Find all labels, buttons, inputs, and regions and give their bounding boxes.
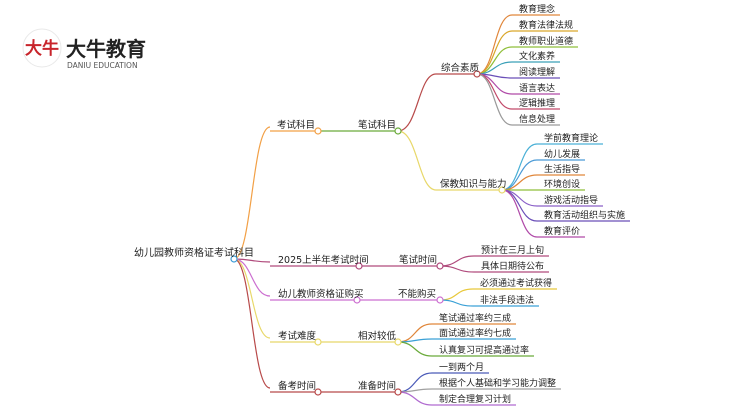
b2-leaf-label-0: 预计在三月上旬 [481, 244, 544, 256]
connectors [233, 73, 502, 393]
b5-leaf-label-1: 根据个人基础和学习能力调整 [439, 377, 556, 389]
edge-sub-c1 [397, 73, 437, 132]
root-label: 幼儿园教师资格证考试科目 [134, 246, 254, 259]
b3-leaf-label-1: 非法手段违法 [480, 294, 534, 306]
b2-sub-label: 笔试时间 [399, 254, 437, 266]
c2-dot [498, 186, 506, 194]
c2-leaf-label-5: 教育活动组织与实施 [544, 209, 625, 221]
node-labels: 幼儿园教师资格证考试科目 考试科目 笔试科目 综合素质 保教知识与能力 2025… [134, 62, 507, 392]
edge-root-b1 [233, 126, 271, 260]
c2-leaf-label-1: 幼儿发展 [544, 148, 580, 160]
b1-label: 考试科目 [277, 119, 315, 131]
c1-leaf-edge-0 [476, 14, 513, 75]
b5-sub-label: 准备时间 [358, 380, 396, 392]
c1-leaf-label-5: 语言表达 [519, 82, 555, 94]
c2-leaf-label-3: 环境创设 [544, 178, 580, 190]
b2-leaf-edge-1 [439, 265, 475, 273]
b4-dot [314, 338, 322, 346]
c2-leaf-label-4: 游戏活动指导 [544, 194, 598, 206]
b2-sub-dot [436, 262, 444, 270]
edge-root-b4 [233, 258, 271, 339]
logo: 大牛 大牛教育 DANIU EDUCATION [22, 28, 146, 70]
b3-leaf-label-0: 必须通过考试获得 [480, 277, 552, 289]
logo-text: 大牛教育 [66, 37, 146, 61]
leaf-connectors [397, 14, 630, 406]
b3-dot [353, 296, 361, 304]
b3-sub-dot [436, 296, 444, 304]
b4-label: 考试难度 [278, 330, 317, 342]
b1-sub-label: 笔试科目 [358, 119, 396, 131]
c1-leaf-label-4: 阅读理解 [519, 66, 555, 78]
c2-leaf-label-0: 学前教育理论 [544, 132, 598, 144]
b3-sub-label: 不能购买 [398, 288, 436, 300]
leaf-labels: 教育理念教育法律法规教师职业道德文化素养阅读理解语言表达逻辑推理信息处理学前教育… [439, 3, 625, 405]
b4-sub-label: 相对较低 [358, 330, 397, 342]
b5-label: 备考时间 [278, 380, 316, 392]
node-dots [230, 70, 506, 396]
c1-leaf-label-6: 逻辑推理 [519, 97, 555, 109]
logo-mark-bg [22, 28, 62, 68]
b5-sub-dot [394, 388, 402, 396]
c1-leaf-label-1: 教育法律法规 [519, 19, 573, 31]
b5-leaf-label-2: 制定合理复习计划 [439, 393, 511, 405]
b5-leaf-edge-1 [397, 388, 433, 393]
c1-leaf-label-2: 教师职业道德 [519, 35, 573, 47]
b4-leaf-edge-1 [397, 338, 433, 343]
c2-leaf-edge-6 [501, 189, 538, 238]
c1-leaf-edge-6 [476, 73, 513, 110]
b3-leaf-edge-1 [439, 299, 474, 307]
logo-subtitle: DANIU EDUCATION [67, 61, 138, 70]
c1-label: 综合素质 [441, 62, 480, 74]
c1-dot [473, 70, 481, 78]
b4-leaf-label-0: 笔试通过率约三成 [439, 312, 511, 324]
b1-sub-dot [394, 127, 402, 135]
b2-dot [355, 262, 363, 270]
c1-leaf-edge-7 [476, 73, 513, 126]
logo-mark: 大牛 [25, 38, 59, 59]
b2-label: 2025上半年考试时间 [278, 254, 369, 266]
b4-leaf-label-1: 面试通过率约七成 [439, 327, 511, 339]
c2-leaf-edge-4 [501, 189, 538, 207]
b4-leaf-edge-2 [397, 341, 433, 357]
edge-root-b5 [233, 258, 271, 389]
b2-leaf-label-1: 具体日期待公布 [481, 260, 544, 272]
edge-root-b3 [233, 258, 271, 297]
c1-leaf-label-7: 信息处理 [519, 113, 555, 125]
c2-label: 保教知识与能力 [440, 178, 507, 190]
b5-dot [314, 388, 322, 396]
b4-sub-dot [394, 338, 402, 346]
c2-leaf-label-2: 生活指导 [544, 163, 580, 175]
b2-leaf-edge-0 [439, 255, 475, 267]
b3-label: 幼儿教师资格证购买 [278, 288, 364, 300]
c1-leaf-label-3: 文化素养 [519, 50, 555, 62]
b5-leaf-label-0: 一到两个月 [439, 361, 484, 373]
b3-leaf-edge-0 [439, 288, 474, 301]
b5-leaf-edge-2 [397, 391, 433, 406]
b1-dot [314, 127, 322, 135]
b4-leaf-label-2: 认真复习可提高通过率 [439, 344, 529, 356]
c1-leaf-label-0: 教育理念 [519, 3, 555, 15]
edge-sub-c2 [397, 130, 437, 191]
c2-leaf-label-6: 教育评价 [544, 225, 580, 237]
root-dot [230, 255, 238, 263]
